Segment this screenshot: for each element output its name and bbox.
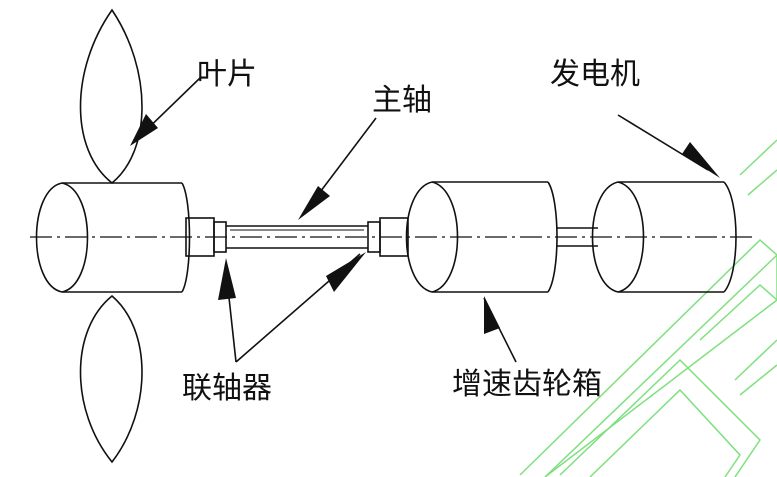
- coupling-arrowhead-left: [218, 258, 236, 300]
- blade-arrowhead: [130, 114, 158, 146]
- watermark-pattern: [519, 139, 777, 477]
- main-shaft-label: 主轴: [372, 83, 432, 118]
- shaft-arrowhead: [298, 186, 330, 220]
- main-shaft: [226, 225, 368, 249]
- generator-label: 发电机: [550, 57, 640, 92]
- generator-arrowhead: [682, 142, 720, 178]
- lower-blade: [79, 294, 143, 464]
- gearbox-label: 增速齿轮箱: [452, 367, 602, 402]
- blade-label: 叶片: [197, 57, 257, 92]
- coupling-label: 联轴器: [182, 371, 272, 406]
- upper-blade: [79, 8, 143, 185]
- gearbox-arrowhead: [484, 296, 500, 334]
- output-shaft: [556, 227, 598, 247]
- coupling-arrowhead-right: [326, 252, 366, 292]
